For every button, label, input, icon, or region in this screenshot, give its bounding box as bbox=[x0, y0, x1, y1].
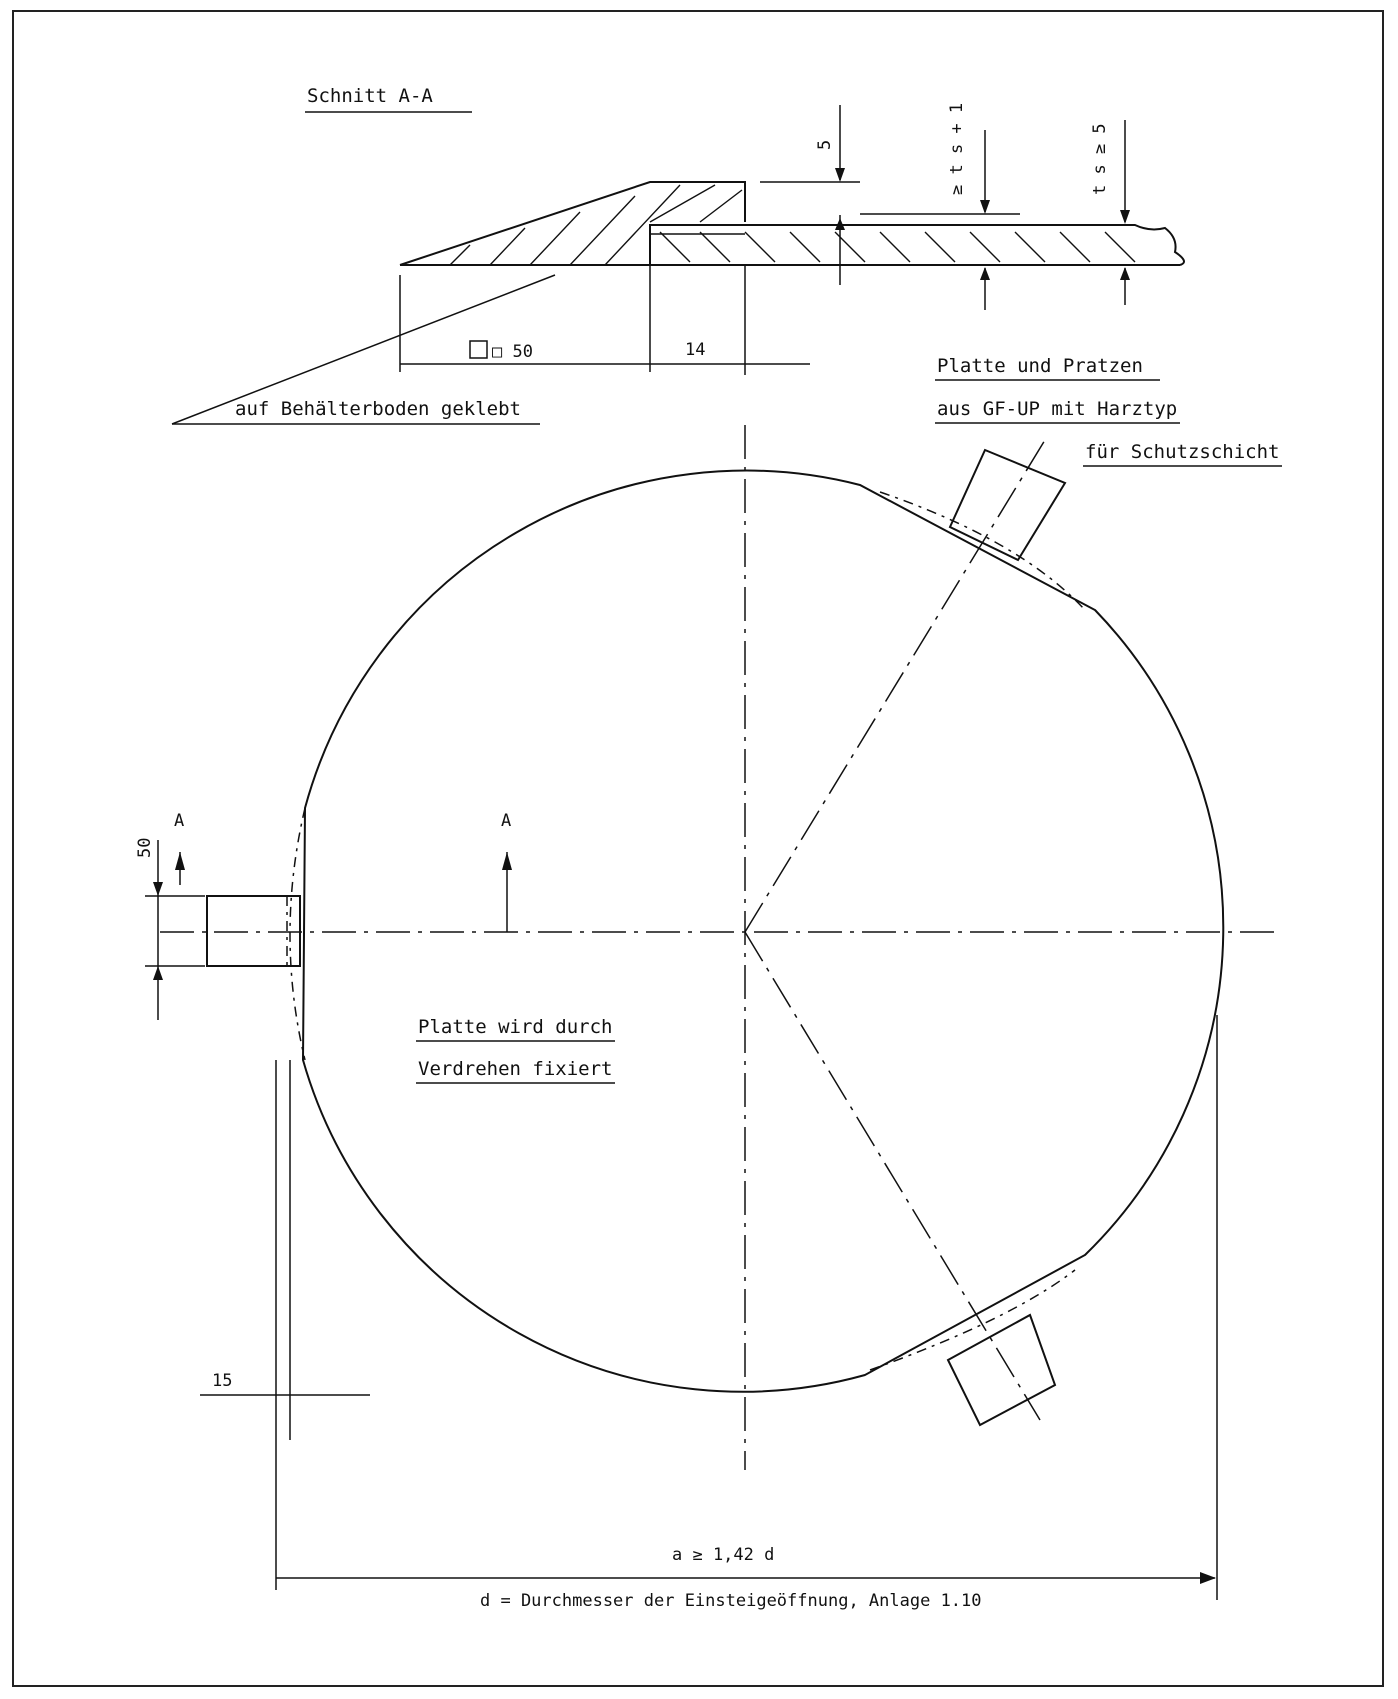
section-mark-left: A bbox=[174, 811, 184, 831]
wedge-outline bbox=[399, 181, 746, 266]
dim-ts1-label: ≥ t s + 1 bbox=[947, 103, 967, 195]
square-symbol-icon bbox=[469, 340, 488, 359]
left-arc-dashed bbox=[289, 807, 306, 1061]
material-note-line1: Platte und Pratzen bbox=[937, 355, 1143, 377]
dim-a-label: a ≥ 1,42 d bbox=[672, 1545, 774, 1565]
plate-circle-outline bbox=[301, 469, 1225, 1393]
plan-view: A A 50 Platte wird durch Verdrehen fixie… bbox=[135, 425, 1275, 1611]
dim-ts1-lower-arrowhead bbox=[980, 267, 990, 280]
material-note: Platte und Pratzen aus GF-UP mit Harztyp… bbox=[935, 355, 1282, 467]
dim-ts-arrowhead bbox=[1120, 210, 1130, 224]
section-mark-right-arrow bbox=[502, 852, 512, 870]
fix-note-line1: Platte wird durch bbox=[418, 1016, 612, 1038]
dim-50-left-label: 50 bbox=[135, 838, 155, 858]
dim-ts-label: t s ≥ 5 bbox=[1090, 123, 1110, 195]
left-lug bbox=[206, 895, 301, 967]
dim-ts-lower-arrowhead bbox=[1120, 267, 1130, 280]
fix-note-line2: Verdrehen fixiert bbox=[418, 1058, 612, 1080]
plate-outline bbox=[649, 224, 1185, 266]
section-mark-right: A bbox=[501, 811, 511, 831]
dim-5-lower-arrowhead bbox=[835, 218, 845, 230]
dim-ts1-arrowhead bbox=[980, 200, 990, 214]
section-title: Schnitt A-A bbox=[307, 85, 433, 107]
material-note-line3: für Schutzschicht bbox=[1085, 441, 1279, 463]
upper-lug bbox=[948, 448, 1067, 562]
dim-50-label: □ 50 bbox=[492, 342, 533, 362]
plate-hatching bbox=[659, 231, 1136, 263]
footnote: d = Durchmesser der Einsteigeöffnung, An… bbox=[480, 1591, 982, 1611]
upper-arc-dashed bbox=[879, 491, 1086, 611]
wedge-hatching bbox=[449, 184, 743, 266]
dim-5-arrowhead bbox=[835, 168, 845, 182]
dim-5-label: 5 bbox=[815, 140, 835, 150]
glued-label: auf Behälterboden geklebt bbox=[235, 398, 521, 420]
upper-lug-axis bbox=[744, 439, 1046, 933]
section-mark-left-arrow bbox=[175, 852, 185, 870]
dim-14-label: 14 bbox=[685, 340, 705, 360]
drawing-frame bbox=[12, 10, 1384, 1687]
section-view: Schnitt A-A bbox=[171, 85, 1185, 425]
lower-arc-dashed bbox=[869, 1269, 1076, 1371]
material-note-line2: aus GF-UP mit Harztyp bbox=[937, 398, 1177, 420]
glued-leader-line bbox=[171, 274, 556, 425]
dim-a-arrowhead bbox=[1200, 1572, 1216, 1584]
lower-lug-axis bbox=[744, 931, 1041, 1421]
lower-lug bbox=[946, 1313, 1057, 1427]
dim-15-label: 15 bbox=[212, 1371, 232, 1391]
